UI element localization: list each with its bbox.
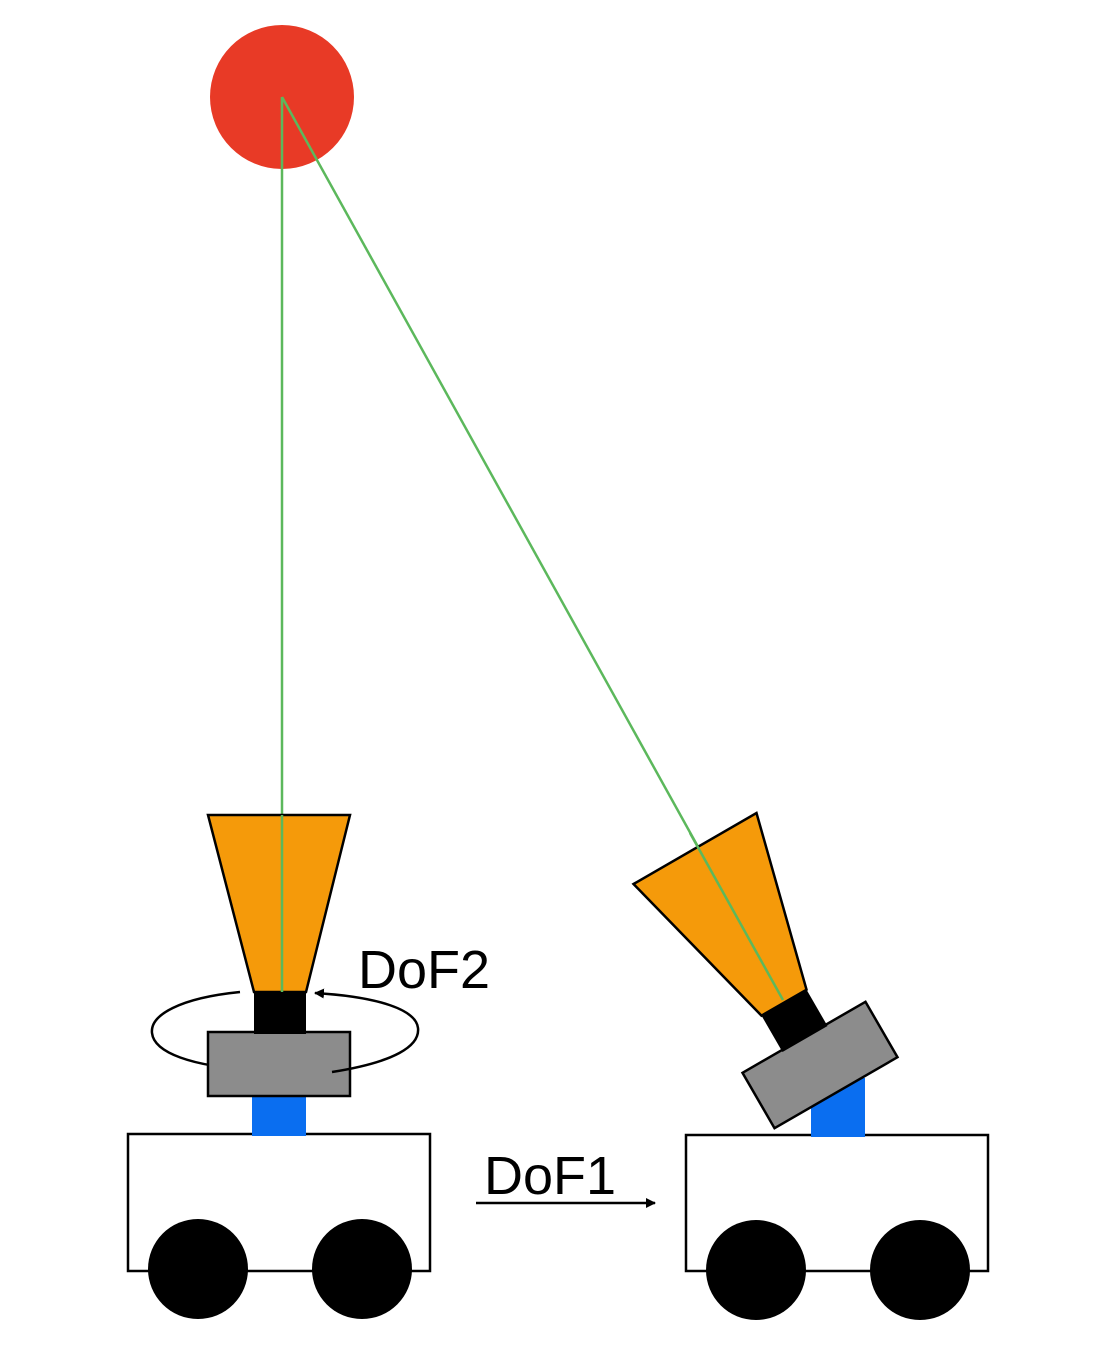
right-cart-wheel-front bbox=[706, 1220, 806, 1320]
left-robot bbox=[126, 813, 432, 1319]
dof1-label: DoF1 bbox=[484, 1146, 616, 1206]
left-rotation-arrow-front bbox=[314, 988, 420, 1074]
left-cart-wheel-rear bbox=[312, 1219, 412, 1319]
left-cart-wheel-front bbox=[148, 1219, 248, 1319]
right-cart-wheel-rear bbox=[870, 1220, 970, 1320]
left-mast bbox=[252, 1094, 306, 1136]
sight-line-right-overlay bbox=[688, 832, 785, 1001]
left-antenna-neck bbox=[254, 992, 306, 1034]
right-robot bbox=[631, 811, 990, 1320]
left-mount-block bbox=[206, 1030, 352, 1098]
left-horn-antenna-icon bbox=[206, 813, 352, 994]
dof2-label: DoF2 bbox=[358, 940, 490, 1000]
right-antenna-neck bbox=[761, 989, 828, 1053]
